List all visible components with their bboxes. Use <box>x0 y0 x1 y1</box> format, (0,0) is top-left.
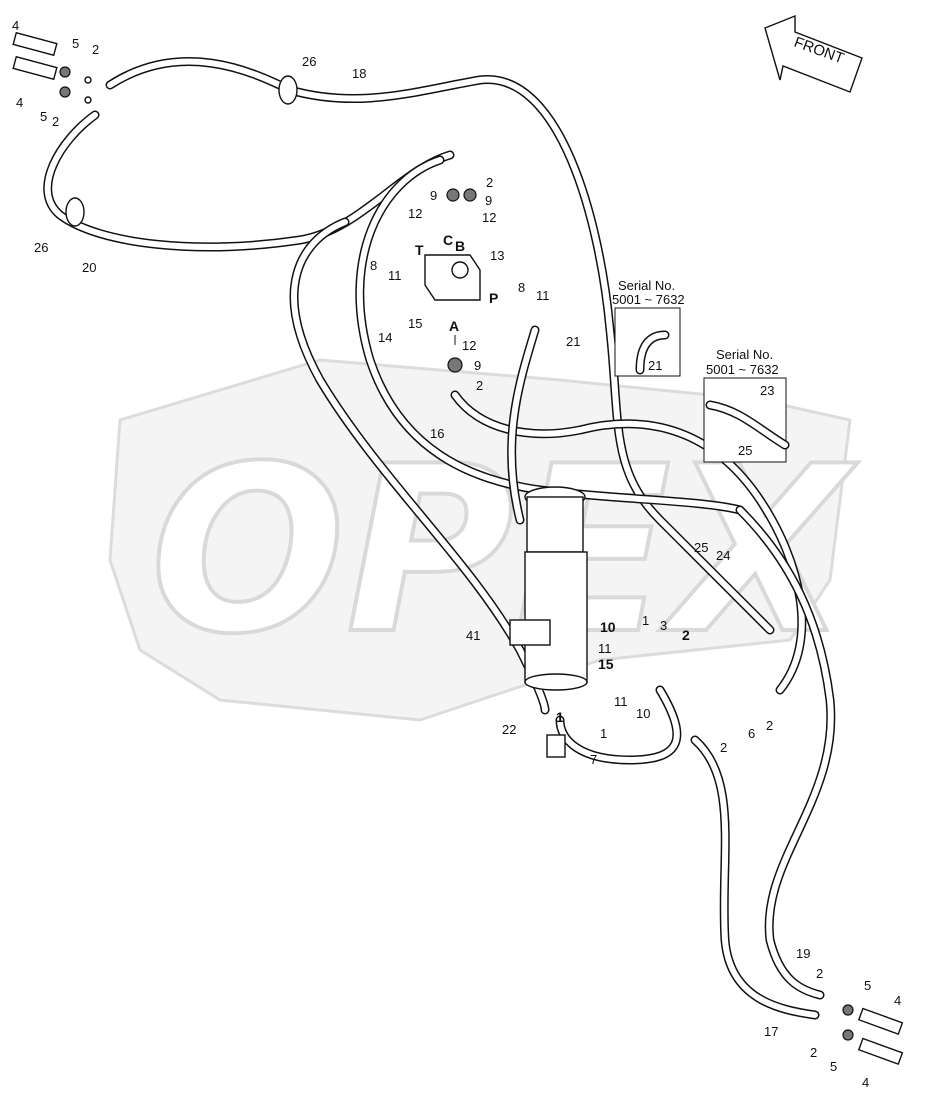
callout-15: 8 <box>370 258 377 273</box>
callout-31: 1 <box>642 613 649 628</box>
fittings-bottom-right <box>842 1004 904 1065</box>
callout-5: 2 <box>52 114 59 129</box>
fittings-top-left <box>12 31 92 104</box>
valve-block <box>424 188 481 373</box>
callout-29: 41 <box>466 628 480 643</box>
callout-26: 21 <box>566 334 580 349</box>
port-p: P <box>489 290 498 306</box>
front-arrow: FRONT <box>764 14 863 93</box>
grommets <box>65 75 298 227</box>
serial-insert-2: Serial No. 5001 ~ 7632 23 25 <box>703 347 790 463</box>
insert-1-part: 21 <box>648 358 662 373</box>
callout-19: 14 <box>378 330 392 345</box>
callout-10: 2 <box>486 175 493 190</box>
callout-20: 8 <box>518 280 525 295</box>
callout-32: 3 <box>660 618 667 633</box>
callout-40: 2 <box>766 718 773 733</box>
callout-11: 9 <box>430 188 437 203</box>
callout-51: 5 <box>830 1059 837 1074</box>
callout-24: 2 <box>476 378 483 393</box>
callout-49: 17 <box>764 1024 778 1039</box>
watermark: OPEX <box>108 358 860 722</box>
callout-33: 2 <box>682 627 690 643</box>
insert-2-title: Serial No. <box>716 347 773 362</box>
callout-43: 7 <box>590 752 597 767</box>
watermark-text: OPEX <box>150 418 858 685</box>
serial-insert-1: Serial No. 5001 ~ 7632 21 <box>612 278 685 377</box>
callout-45: 19 <box>796 946 810 961</box>
callout-17: 13 <box>490 248 504 263</box>
callout-46: 2 <box>816 966 823 981</box>
callout-48: 4 <box>894 993 901 1008</box>
callout-36: 11 <box>614 694 628 709</box>
callout-37: 10 <box>636 706 650 721</box>
callout-23: 9 <box>474 358 481 373</box>
callout-3: 4 <box>16 95 23 110</box>
insert-1-title: Serial No. <box>618 278 675 293</box>
callout-18: 15 <box>408 316 422 331</box>
callout-16: 11 <box>388 268 402 283</box>
callout-2: 2 <box>92 42 99 57</box>
callout-25: 16 <box>430 426 444 441</box>
insert-2-part-b: 25 <box>738 443 752 458</box>
port-t: T <box>415 242 424 258</box>
callout-30: 10 <box>600 619 616 635</box>
port-b: B <box>455 238 465 254</box>
callout-39: 2 <box>720 740 727 755</box>
callout-0: 4 <box>12 18 19 33</box>
callout-38: 6 <box>748 726 755 741</box>
callout-9: 20 <box>82 260 96 275</box>
callout-13: 12 <box>408 206 422 221</box>
insert-2-range: 5001 ~ 7632 <box>706 362 779 377</box>
callout-35: 15 <box>598 656 614 672</box>
callout-41: 22 <box>502 722 516 737</box>
callout-12: 9 <box>485 193 492 208</box>
callout-44: 1 <box>556 709 564 725</box>
callout-6: 26 <box>302 54 316 69</box>
callout-50: 2 <box>810 1045 817 1060</box>
swivel-joint <box>509 486 588 758</box>
callout-27: 25 <box>694 540 708 555</box>
callout-52: 4 <box>862 1075 869 1090</box>
callout-8: 26 <box>34 240 48 255</box>
port-c: C <box>443 232 453 248</box>
callout-4: 5 <box>40 109 47 124</box>
callout-47: 5 <box>864 978 871 993</box>
callout-21: 11 <box>536 288 550 303</box>
callout-1: 5 <box>72 36 79 51</box>
callout-14: 12 <box>482 210 496 225</box>
callout-42: 1 <box>600 726 607 741</box>
callout-7: 18 <box>352 66 366 81</box>
insert-1-range: 5001 ~ 7632 <box>612 292 685 307</box>
port-a: A <box>449 318 459 334</box>
insert-2-part-a: 23 <box>760 383 774 398</box>
callout-28: 24 <box>716 548 730 563</box>
callout-34: 11 <box>598 641 612 656</box>
callout-22: 12 <box>462 338 476 353</box>
port-letters: C B T P A <box>415 232 498 334</box>
hoses <box>43 57 836 1020</box>
